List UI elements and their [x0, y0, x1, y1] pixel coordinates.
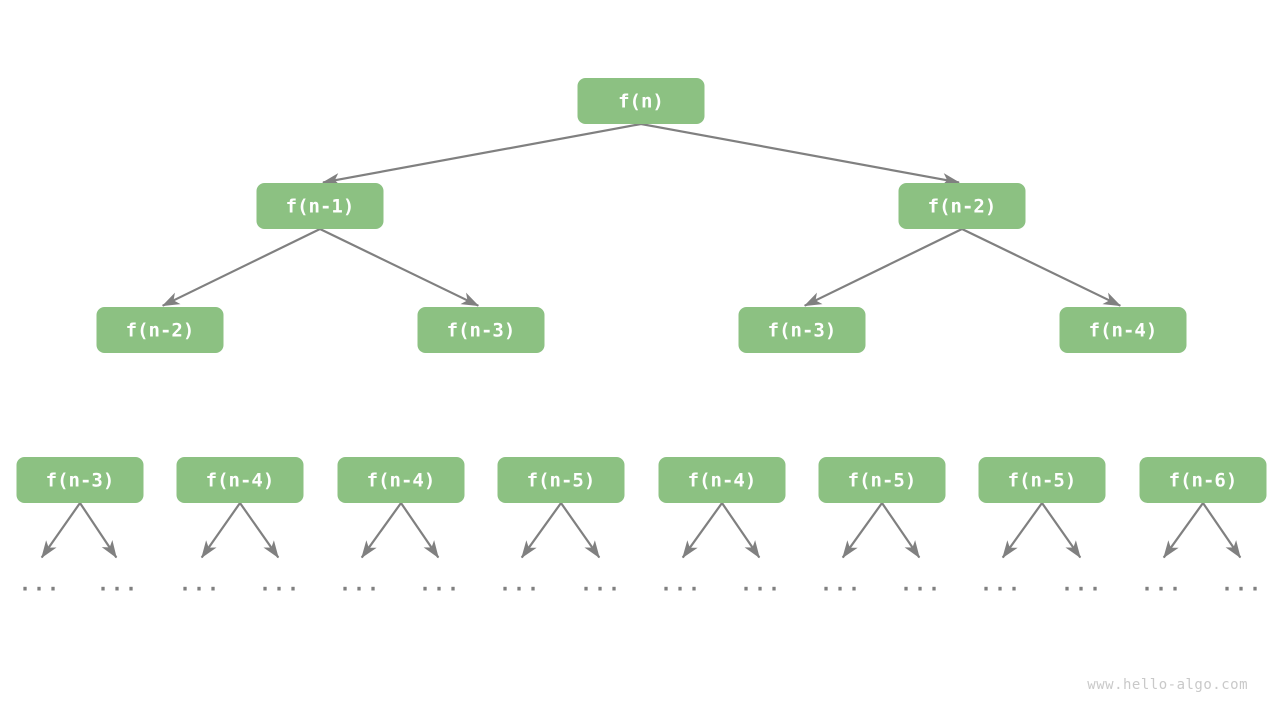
ellipsis-marker: ...	[1061, 572, 1103, 596]
tree-node-label: f(n-6)	[1169, 470, 1238, 492]
tree-edge	[322, 122, 642, 186]
tree-node-box	[16, 457, 144, 503]
tree-node-box	[497, 457, 625, 503]
ellipsis-marker: ...	[980, 572, 1022, 596]
tree-edge	[1041, 502, 1082, 559]
tree-node[interactable]: f(n-4)	[337, 457, 465, 503]
tree-edge	[961, 228, 1122, 307]
tree-node[interactable]: f(n-4)	[176, 457, 304, 503]
ellipsis-marker: ...	[19, 572, 61, 596]
tree-node-label: f(n-4)	[206, 470, 275, 492]
tree-edge	[400, 502, 440, 559]
tree-edge	[803, 228, 963, 307]
ellipsis-marker: ...	[580, 572, 622, 596]
tree-edge	[161, 228, 321, 307]
tree-node[interactable]: f(n-1)	[256, 183, 384, 229]
tree-edge	[319, 228, 480, 307]
tree-node-label: f(n-5)	[527, 470, 596, 492]
ellipsis-marker: ...	[179, 572, 221, 596]
tree-node[interactable]: f(n-6)	[1139, 457, 1267, 503]
tree-edge	[1001, 502, 1043, 559]
tree-node-label: f(n-4)	[1089, 320, 1158, 342]
ellipsis-marker: ...	[660, 572, 702, 596]
tree-node-label: f(n-1)	[286, 196, 355, 218]
tree-node-label: f(n-2)	[126, 320, 195, 342]
tree-edge	[239, 502, 280, 559]
ellipsis-marker: ...	[97, 572, 139, 596]
edges-layer	[40, 122, 1242, 559]
ellipsis-marker: ...	[339, 572, 381, 596]
tree-node-box	[738, 307, 866, 353]
ellipsis-marker: ...	[1221, 572, 1263, 596]
tree-node-box	[256, 183, 384, 229]
ellipsis-marker: ...	[1141, 572, 1183, 596]
tree-edge	[721, 502, 761, 559]
tree-edge	[360, 502, 402, 559]
tree-node[interactable]: f(n-2)	[96, 307, 224, 353]
tree-node-box	[658, 457, 786, 503]
tree-node-label: f(n-3)	[447, 320, 516, 342]
tree-edge	[681, 502, 723, 559]
tree-node-box	[818, 457, 946, 503]
ellipsis-marker: ...	[900, 572, 942, 596]
tree-node-label: f(n)	[618, 91, 664, 113]
tree-edge	[881, 502, 921, 559]
tree-edge	[79, 502, 118, 559]
ellipsis-marker: ...	[419, 572, 461, 596]
tree-node[interactable]: f(n-4)	[658, 457, 786, 503]
watermark-label: www.hello-algo.com	[1087, 677, 1248, 693]
tree-node-box	[96, 307, 224, 353]
tree-node[interactable]: f(n-5)	[818, 457, 946, 503]
ellipsis-marker: ...	[740, 572, 782, 596]
tree-edge	[841, 502, 883, 559]
ellipsis-marker: ...	[499, 572, 541, 596]
tree-node[interactable]: f(n-3)	[16, 457, 144, 503]
tree-node[interactable]: f(n)	[577, 78, 705, 124]
tree-node[interactable]: f(n-2)	[898, 183, 1026, 229]
tree-edge	[520, 502, 562, 559]
tree-node-label: f(n-3)	[768, 320, 837, 342]
tree-node-box	[1139, 457, 1267, 503]
tree-node-box	[898, 183, 1026, 229]
tree-node-label: f(n-4)	[688, 470, 757, 492]
tree-node[interactable]: f(n-4)	[1059, 307, 1187, 353]
tree-node-box	[577, 78, 705, 124]
tree-node[interactable]: f(n-5)	[978, 457, 1106, 503]
tree-edge	[200, 502, 241, 559]
tree-node-label: f(n-5)	[848, 470, 917, 492]
tree-node[interactable]: f(n-3)	[417, 307, 545, 353]
ellipsis-marker: ...	[820, 572, 862, 596]
tree-edge	[40, 502, 81, 559]
tree-edge	[1202, 502, 1242, 559]
tree-node-label: f(n-2)	[928, 196, 997, 218]
tree-node-box	[337, 457, 465, 503]
tree-node-box	[1059, 307, 1187, 353]
nodes-layer: f(n) f(n-1) f(n-2) f(n-2) f(n-3) f(n-3) f(n-4)…	[16, 78, 1267, 503]
tree-node[interactable]: f(n-3)	[738, 307, 866, 353]
tree-edge	[640, 122, 960, 186]
tree-node-label: f(n-4)	[367, 470, 436, 492]
tree-node-box	[978, 457, 1106, 503]
tree-node-box	[176, 457, 304, 503]
ellipsis-marker: ...	[259, 572, 301, 596]
tree-node-label: f(n-3)	[46, 470, 115, 492]
tree-node-label: f(n-5)	[1008, 470, 1077, 492]
tree-edge	[1162, 502, 1204, 559]
tree-node-box	[417, 307, 545, 353]
tree-edge	[560, 502, 601, 559]
ellipsis-row: ........................................…	[19, 572, 1263, 596]
tree-node[interactable]: f(n-5)	[497, 457, 625, 503]
